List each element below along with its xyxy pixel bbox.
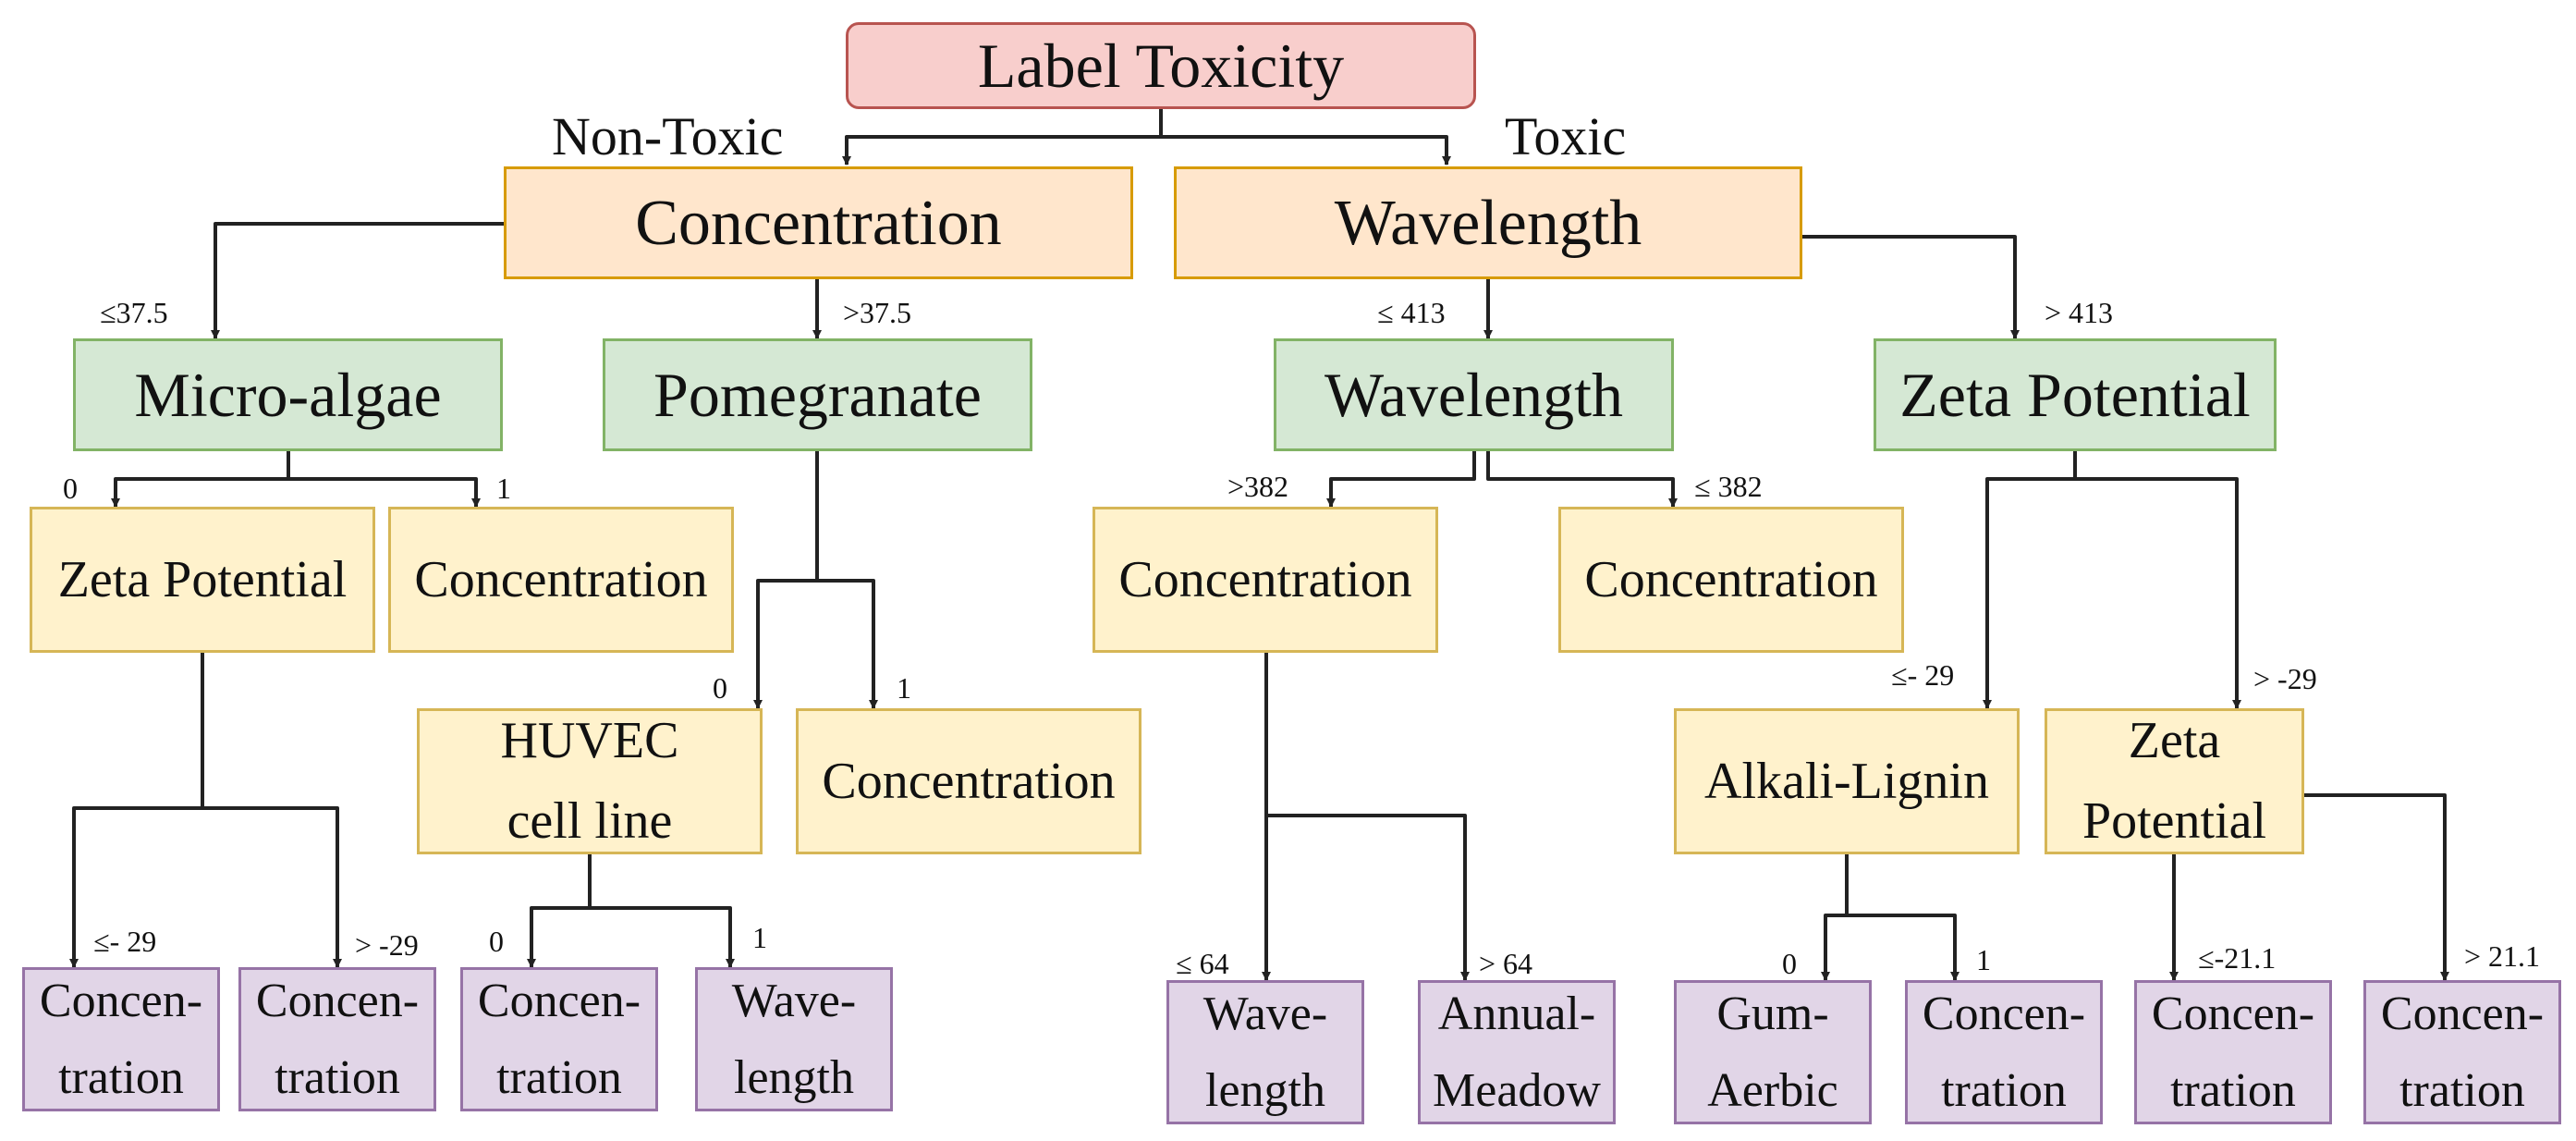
leaf-annual-meadow: Annual- Meadow: [1418, 980, 1616, 1124]
edge-huvec-1: [590, 906, 735, 968]
node-microalgae: Micro-algae: [73, 338, 503, 451]
leaf-text: Concen- tration: [477, 974, 641, 1104]
node-text: Pomegranate: [653, 359, 982, 430]
edge-label-algae-1: 1: [496, 472, 511, 505]
leaf-gum-aerbic: Gum- Aerbic: [1674, 980, 1872, 1124]
edge-label-toxic: Toxic: [1505, 106, 1627, 166]
edge-huvec-0: [527, 854, 592, 968]
node-zeta-potential-mid: Zeta Potential: [1874, 338, 2277, 451]
edge-label-huvec-1: 1: [752, 921, 767, 954]
leaf-text: Concen- tration: [2151, 987, 2315, 1117]
edge-label-alkali-0: 0: [1782, 947, 1797, 980]
edge-zetamid-le29: [1983, 451, 2077, 709]
leaf-text: Concen- tration: [39, 974, 203, 1104]
node-pomegranate: Pomegranate: [603, 338, 1032, 451]
leaf-concentration-5: Concen- tration: [2134, 980, 2332, 1124]
edge-label-non-toxic: Non-Toxic: [552, 106, 784, 166]
root-label-text: Label Toxicity: [977, 30, 1345, 101]
edge-label-le-413: ≤ 413: [1377, 296, 1446, 329]
node-text: Wavelength: [1334, 187, 1642, 259]
edge-label-alkali-1: 1: [1976, 943, 1991, 976]
node-alkali-lignin: Alkali-Lignin: [1674, 708, 2020, 854]
node-text: HUVEC cell line: [500, 712, 679, 850]
leaf-text: Gum- Aerbic: [1707, 987, 1838, 1117]
edge-algae-1: [288, 477, 481, 508]
leaf-text: Annual- Meadow: [1433, 987, 1601, 1117]
edge-root-nontoxic: [842, 109, 1163, 166]
edge-pome-0: [753, 451, 819, 709]
node-text: Micro-algae: [134, 359, 442, 430]
edge-algae-0: [111, 451, 290, 508]
edge-label-le-neg29-b: ≤- 29: [1891, 658, 1955, 692]
leaf-concentration-6: Concen- tration: [2363, 980, 2561, 1124]
edge-label-gt-64: > 64: [1479, 947, 1533, 980]
node-concentration-l3-b: Concentration: [1093, 507, 1438, 653]
edge-concw-gt64: [1266, 814, 1470, 981]
edge-label-gt-382: >382: [1227, 470, 1289, 503]
edge-label-gt-413: > 413: [2045, 296, 2114, 329]
node-wavelength-mid: Wavelength: [1274, 338, 1674, 451]
edge-wavemid-le382: [1486, 451, 1678, 508]
leaf-text: Concen- tration: [1922, 987, 2086, 1117]
edge-wavemid-gt382: [1326, 451, 1476, 508]
node-text: Zeta Potential: [57, 550, 348, 608]
node-text: Concentration: [1118, 550, 1412, 608]
leaf-wavelength-2: Wave- length: [1166, 980, 1364, 1124]
node-text: Concentration: [635, 187, 1002, 259]
leaf-concentration-3: Concen- tration: [460, 967, 658, 1111]
leaf-text: Concen- tration: [255, 974, 420, 1104]
node-text: Zeta Potential: [1899, 359, 2251, 430]
leaf-text: Wave- length: [1203, 987, 1328, 1117]
node-huvec-cell-line: HUVEC cell line: [417, 708, 763, 854]
edge-label-pome-0: 0: [713, 671, 727, 705]
edge-conc-le37: [211, 222, 504, 339]
edge-zetamid-gt29: [2075, 477, 2241, 709]
edge-label-le-neg29-a: ≤- 29: [93, 925, 157, 958]
node-concentration-top: Concentration: [504, 166, 1133, 279]
edge-zeta3-gt29: [202, 806, 342, 968]
leaf-wavelength-1: Wave- length: [695, 967, 893, 1111]
leaf-concentration-1: Concen- tration: [22, 967, 220, 1111]
node-text: Zeta Potential: [2082, 712, 2267, 850]
root-label-toxicity: Label Toxicity: [846, 22, 1476, 109]
edge-root-toxic: [1161, 135, 1451, 166]
leaf-concentration-4: Concen- tration: [1905, 980, 2103, 1124]
edge-label-le-37-5: ≤37.5: [100, 296, 168, 329]
edge-pome-1: [817, 579, 878, 709]
edge-label-huvec-0: 0: [489, 925, 504, 958]
edge-label-gt-neg29-b: > -29: [2253, 662, 2317, 695]
node-text: Alkali-Lignin: [1704, 752, 1989, 810]
leaf-concentration-2: Concen- tration: [238, 967, 436, 1111]
edge-wave-gt413: [1802, 235, 2020, 339]
edge-zeta4-gt21: [2304, 793, 2449, 981]
edge-label-gt-21-1: > 21.1: [2464, 939, 2541, 973]
node-concentration-l3-a: Concentration: [388, 507, 734, 653]
edge-label-le-neg21-1: ≤-21.1: [2198, 941, 2277, 975]
edge-alkali-0: [1821, 854, 1849, 981]
edge-label-algae-0: 0: [63, 472, 78, 505]
node-wavelength-top: Wavelength: [1174, 166, 1802, 279]
edge-label-pome-1: 1: [897, 671, 911, 705]
edge-label-le-382: ≤ 382: [1694, 470, 1763, 503]
node-text: Concentration: [822, 752, 1116, 810]
leaf-text: Wave- length: [731, 974, 857, 1104]
node-text: Wavelength: [1324, 359, 1624, 430]
node-concentration-l4: Concentration: [796, 708, 1141, 854]
node-concentration-l3-c: Concentration: [1558, 507, 1904, 653]
edge-label-gt-neg29-a: > -29: [355, 928, 419, 962]
node-zeta-potential-l3: Zeta Potential: [30, 507, 375, 653]
edge-label-gt-37-5: >37.5: [843, 296, 912, 329]
edge-zeta3-le29: [69, 653, 204, 968]
node-zeta-potential-l4: Zeta Potential: [2045, 708, 2304, 854]
node-text: Concentration: [414, 550, 708, 608]
edge-alkali-1: [1847, 914, 1959, 981]
leaf-text: Concen- tration: [2380, 987, 2545, 1117]
node-text: Concentration: [1584, 550, 1878, 608]
edge-label-le-64: ≤ 64: [1176, 947, 1229, 980]
